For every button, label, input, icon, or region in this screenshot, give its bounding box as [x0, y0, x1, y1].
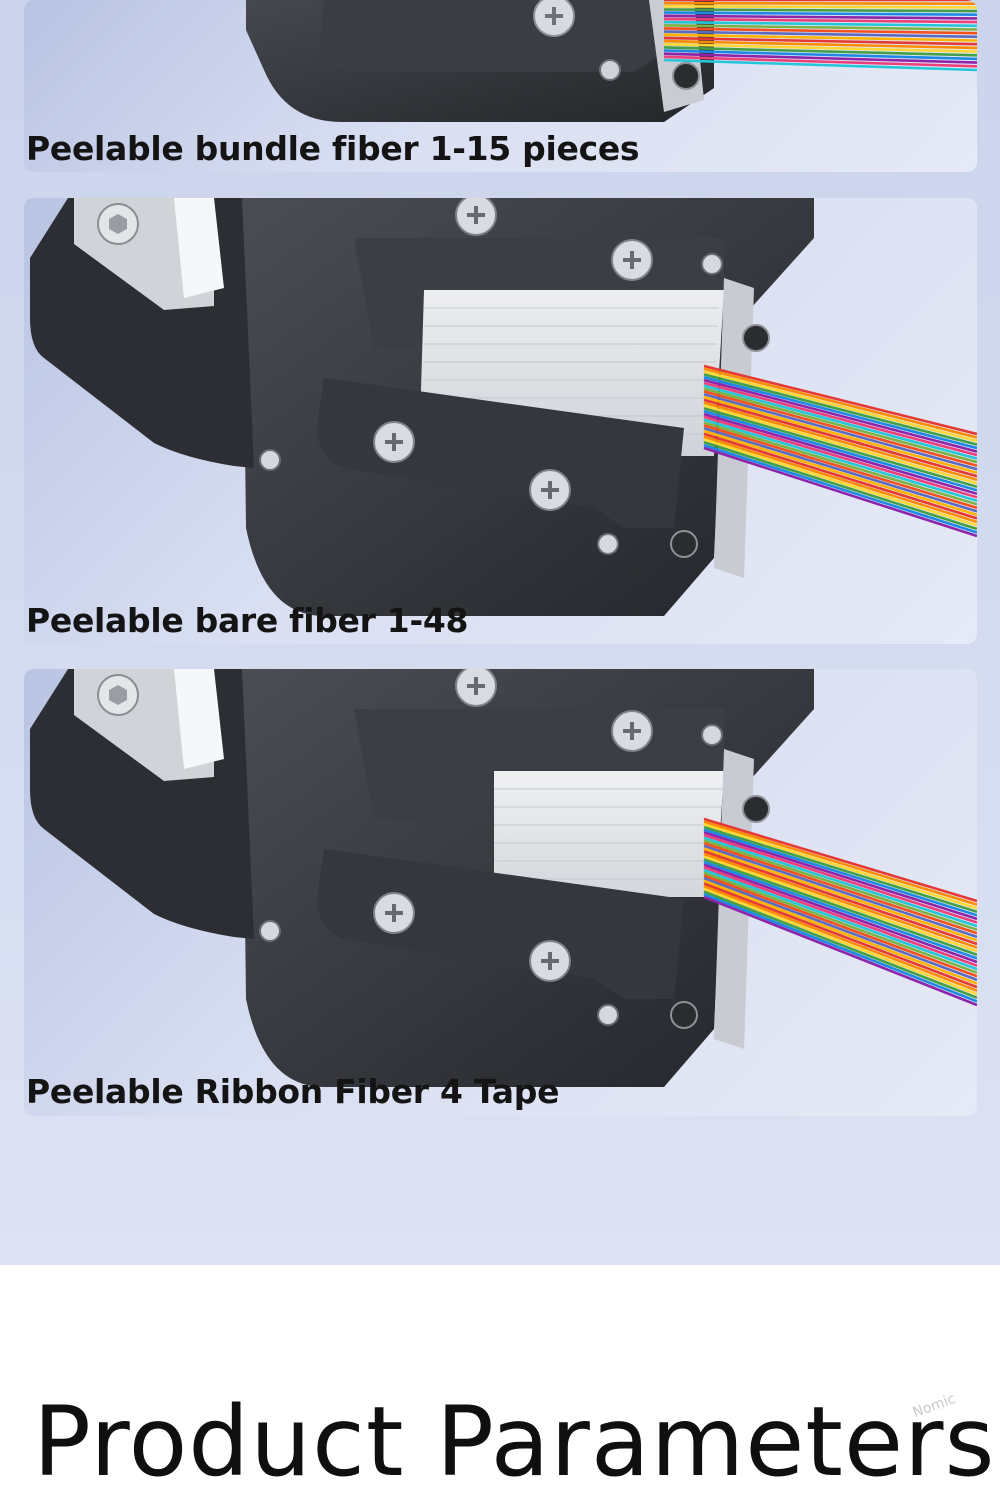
phillips-screw-icon [373, 669, 653, 982]
fiber-strand [703, 882, 977, 989]
fiber-strand [663, 46, 977, 57]
fiber-strand [703, 367, 977, 439]
fiber-strand [663, 52, 977, 64]
fiber-strand [703, 395, 977, 474]
fiber-strand [703, 418, 977, 503]
panel-caption: Peelable bare fiber 1-48 [26, 601, 469, 640]
hex-bolt-icon [97, 674, 139, 716]
fiber-strand [703, 839, 977, 931]
fiber-strand [703, 398, 977, 478]
fiber-strand [663, 49, 977, 61]
fiber-strand [663, 36, 977, 46]
fiber-strand [703, 429, 977, 517]
fiber-strand [703, 393, 977, 471]
colored-fiber-bundle-image [663, 0, 977, 72]
fiber-strand [703, 443, 977, 534]
fiber-strand [703, 868, 977, 971]
fiber-strand [703, 847, 977, 942]
fiber-strand [703, 409, 977, 492]
fiber-strand [663, 58, 977, 72]
fiber-strand [663, 11, 977, 16]
fiber-strand [703, 407, 977, 489]
fiber-strand [703, 825, 977, 914]
fiber-strand [703, 412, 977, 496]
fiber-strand [663, 55, 977, 68]
panel-caption: Peelable bundle fiber 1-15 pieces [26, 129, 640, 168]
fiber-strand [703, 441, 977, 531]
fiber-strand [703, 890, 977, 1000]
fiber-strand [703, 390, 977, 467]
section-heading: Product Parameters [33, 1386, 996, 1498]
fiber-strand [703, 376, 977, 450]
fiber-strand [703, 831, 977, 921]
fiber-strand [703, 884, 977, 992]
fiber-strand [703, 841, 977, 935]
fiber-strand [703, 895, 977, 1007]
stripper-tool-image [30, 669, 977, 1087]
fiber-strand [703, 384, 977, 460]
panel-bare-fiber: Peelable bare fiber 1-48 [24, 198, 977, 644]
fiber-strand [703, 863, 977, 964]
panel-caption: Peelable Ribbon Fiber 4 Tape [26, 1072, 560, 1111]
phillips-screw-icon [373, 198, 653, 511]
stripper-tool-image [246, 0, 977, 122]
fiber-strand [663, 8, 977, 13]
fiber-strand [703, 833, 977, 924]
hex-bolt-icon [97, 203, 139, 245]
fiber-strand [703, 823, 977, 910]
colored-fiber-bundle-image [703, 817, 977, 1007]
fiber-strand [703, 426, 977, 513]
fiber-strand [703, 855, 977, 953]
fiber-strand [703, 850, 977, 946]
fiber-strand [663, 1, 977, 5]
fiber-strand [703, 373, 977, 446]
fiber-strand [703, 860, 977, 960]
fiber-strand [703, 836, 977, 928]
fiber-strand [703, 828, 977, 917]
stripper-tool-image [30, 198, 977, 616]
fiber-strand [663, 33, 977, 42]
fiber-strand [703, 438, 977, 527]
fiber-strand [703, 387, 977, 464]
fiber-strand [663, 27, 977, 35]
panel-bundle-fiber: Peelable bundle fiber 1-15 pieces [24, 0, 977, 172]
colored-fiber-bundle-image [703, 364, 977, 538]
fiber-strand [703, 364, 977, 436]
fiber-strand [703, 421, 977, 506]
fiber-strand [663, 17, 977, 24]
fiber-strand [703, 887, 977, 996]
fiber-strand [703, 404, 977, 485]
fiber-strand [703, 879, 977, 985]
panel-ribbon-fiber: Peelable Ribbon Fiber 4 Tape [24, 669, 977, 1116]
fiber-strand [703, 876, 977, 982]
fiber-strand [663, 39, 977, 50]
fiber-strand [703, 866, 977, 967]
fiber-strand [663, 5, 977, 9]
product-parameters-section [0, 1265, 1000, 1493]
fiber-strand [703, 381, 977, 457]
fiber-strand [703, 820, 977, 906]
fiber-strand [703, 370, 977, 443]
product-images-section: Peelable bundle fiber 1-15 pieces [0, 0, 1000, 1265]
fiber-strand [703, 432, 977, 520]
fiber-strand [703, 871, 977, 974]
fiber-strand [703, 435, 977, 524]
fiber-strand [703, 852, 977, 949]
fiber-strand [663, 14, 977, 20]
fiber-strand [703, 893, 977, 1003]
fiber-strand [663, 24, 977, 31]
fiber-strand [703, 817, 977, 903]
phillips-screw-icon [533, 0, 575, 37]
fiber-strand [703, 401, 977, 481]
fiber-strand [703, 874, 977, 978]
fiber-strand [663, 42, 977, 53]
fiber-strand [703, 378, 977, 453]
fiber-strand [703, 858, 977, 957]
fiber-strand [703, 424, 977, 510]
fiber-strand [703, 446, 977, 538]
fiber-strand [663, 30, 977, 39]
fiber-strand [703, 415, 977, 499]
fiber-strand [663, 20, 977, 28]
fiber-strand [703, 844, 977, 939]
